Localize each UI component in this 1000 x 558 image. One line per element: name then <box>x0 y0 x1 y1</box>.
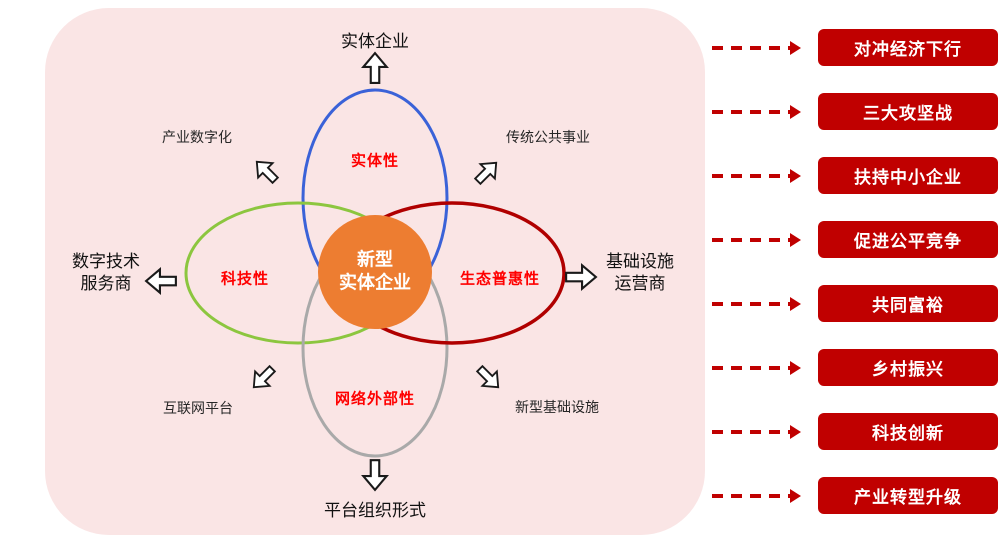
dash-arrowhead <box>790 104 801 119</box>
outcome-box: 对冲经济下行 <box>818 29 998 66</box>
dashed-arrow-icon <box>712 488 802 503</box>
outcome-box: 乡村振兴 <box>818 349 998 386</box>
outcome-row: 乡村振兴 <box>712 349 998 386</box>
dashed-arrow-icon <box>712 40 802 55</box>
dash-arrowhead <box>790 40 801 55</box>
outcome-box: 三大攻坚战 <box>818 93 998 130</box>
dash-line <box>712 301 790 306</box>
dashed-arrow-icon <box>712 232 802 247</box>
attribute-label-entity: 实体性 <box>350 152 400 170</box>
outer-label-right-line1: 基础设施 <box>606 251 674 271</box>
center-label: 新型 实体企业 <box>339 249 411 296</box>
dash-line <box>712 365 790 370</box>
arrow-down-icon <box>360 458 390 492</box>
outcome-row: 扶持中小企业 <box>712 157 998 194</box>
attribute-label-eco: 生态普惠性 <box>459 270 541 288</box>
arrow-left-icon <box>144 266 178 296</box>
outcome-box: 扶持中小企业 <box>818 157 998 194</box>
dash-line <box>712 109 790 114</box>
outer-label-left: 数字技术 服务商 <box>72 251 140 295</box>
outcome-box: 科技创新 <box>818 413 998 450</box>
outcome-box: 产业转型升级 <box>818 477 998 514</box>
outer-label-left-line1: 数字技术 <box>72 251 140 271</box>
outcome-box: 共同富裕 <box>818 285 998 322</box>
dash-arrowhead <box>790 168 801 183</box>
dashed-arrow-icon <box>712 296 802 311</box>
arrow-up-right-icon <box>467 152 507 192</box>
center-label-line1: 新型 <box>357 249 393 270</box>
dash-arrowhead <box>790 296 801 311</box>
outer-label-right: 基础设施 运营商 <box>606 251 674 295</box>
arrow-right-icon <box>564 262 598 292</box>
dash-arrowhead <box>790 232 801 247</box>
dash-line <box>712 173 790 178</box>
corner-label-top-left: 产业数字化 <box>162 129 232 145</box>
outcome-row: 三大攻坚战 <box>712 93 998 130</box>
arrow-down-right-icon <box>469 358 509 398</box>
outcome-row: 产业转型升级 <box>712 477 998 514</box>
center-label-line2: 实体企业 <box>339 273 411 293</box>
dashed-arrow-icon <box>712 168 802 183</box>
outcome-row: 对冲经济下行 <box>712 29 998 66</box>
attribute-label-technology: 科技性 <box>220 270 270 288</box>
outer-label-bottom: 平台组织形式 <box>324 500 426 520</box>
corner-label-bottom-right: 新型基础设施 <box>515 399 599 415</box>
arrow-down-left-icon <box>243 358 283 398</box>
outer-label-left-line2: 服务商 <box>80 274 132 293</box>
dashed-arrow-icon <box>712 424 802 439</box>
outcome-box: 促进公平竞争 <box>818 221 998 258</box>
dash-arrowhead <box>790 424 801 439</box>
arrow-up-left-icon <box>246 151 286 191</box>
outcome-row: 共同富裕 <box>712 285 998 322</box>
dash-line <box>712 237 790 242</box>
outer-label-right-line2: 运营商 <box>614 274 666 293</box>
corner-label-top-right: 传统公共事业 <box>506 129 590 145</box>
arrow-up-icon <box>360 51 390 85</box>
dash-line <box>712 429 790 434</box>
dashed-arrow-icon <box>712 104 802 119</box>
dash-line <box>712 45 790 50</box>
outer-label-top: 实体企业 <box>341 31 409 51</box>
dashed-arrow-icon <box>712 360 802 375</box>
dash-arrowhead <box>790 488 801 503</box>
attribute-label-network: 网络外部性 <box>334 390 416 408</box>
outcome-row: 促进公平竞争 <box>712 221 998 258</box>
dash-line <box>712 493 790 498</box>
corner-label-bottom-left: 互联网平台 <box>163 400 233 416</box>
dash-arrowhead <box>790 360 801 375</box>
outcome-row: 科技创新 <box>712 413 998 450</box>
